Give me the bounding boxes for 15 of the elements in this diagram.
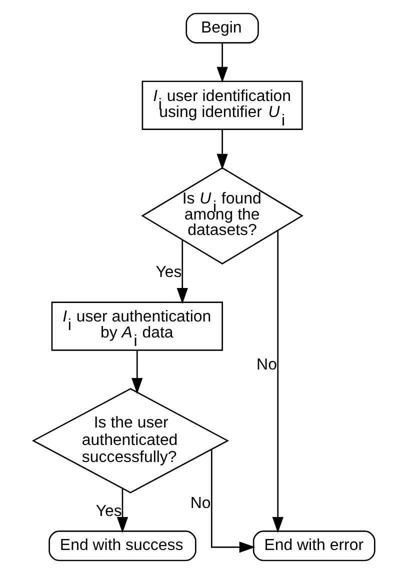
arrow xyxy=(272,230,284,534)
arrow xyxy=(176,240,188,304)
arrow xyxy=(216,129,228,170)
arrow xyxy=(216,43,228,83)
arrow xyxy=(116,488,128,533)
node-box: End with error xyxy=(252,530,376,562)
node-box: End with success xyxy=(48,530,196,562)
edge-label: Yes xyxy=(96,502,122,520)
edge-label: No xyxy=(256,356,277,374)
arrow xyxy=(210,449,256,553)
node-diamond: Is the user authenticated successfully? xyxy=(32,388,230,494)
node-box: Begin xyxy=(186,12,259,44)
edge-label: No xyxy=(190,494,211,512)
edge-label: Yes xyxy=(156,264,182,281)
arrow xyxy=(132,350,143,394)
